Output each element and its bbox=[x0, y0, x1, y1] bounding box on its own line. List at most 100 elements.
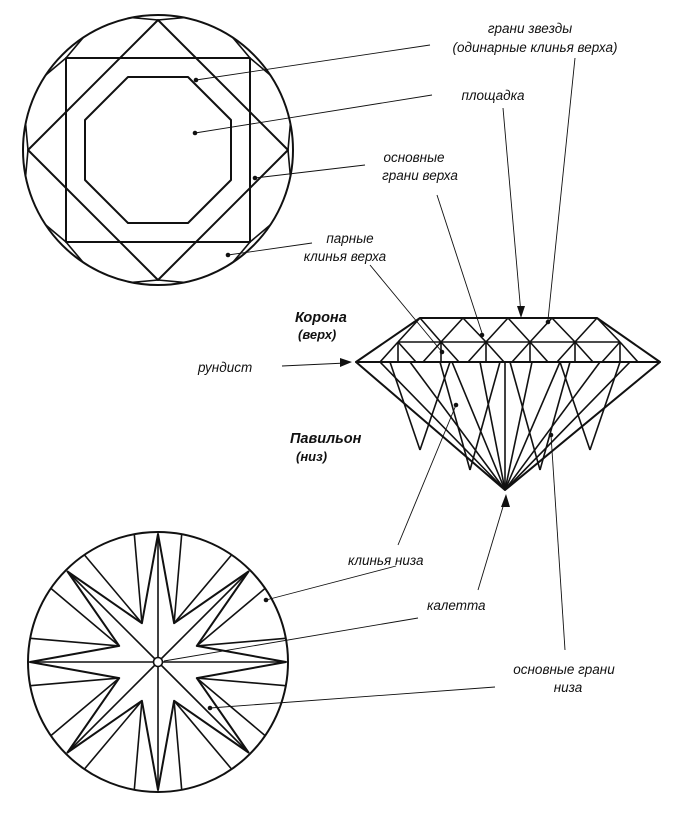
crown-facet-edge bbox=[511, 341, 531, 363]
upper-girdle-edge bbox=[287, 123, 292, 151]
crown-facet-edge bbox=[507, 317, 531, 343]
crown-facet-edge bbox=[574, 317, 598, 343]
lower-girdle-edge bbox=[173, 700, 233, 770]
pavilion-facet-edge bbox=[539, 361, 571, 471]
lower-girdle-edge bbox=[173, 534, 183, 624]
leader-lines bbox=[163, 44, 576, 711]
pavilion-bottom-view bbox=[27, 531, 289, 793]
pavilion-facet-edge bbox=[379, 361, 506, 491]
upper-girdle-edge bbox=[131, 279, 159, 284]
pavilion-facet-edge bbox=[451, 361, 506, 491]
labels: грани звезды (одинарные клинья верха) пл… bbox=[197, 21, 617, 695]
crown-facet-edge bbox=[462, 317, 487, 343]
label-main-crown-2: грани верха bbox=[382, 168, 458, 183]
label-pavilion-1: Павильон bbox=[290, 431, 362, 447]
crown-facet-edge bbox=[422, 341, 442, 363]
leader-dot-upper-girdle bbox=[225, 252, 231, 258]
crown-facet-edge bbox=[596, 317, 621, 343]
leader-upper-girdle-side bbox=[369, 264, 443, 353]
lower-girdle-edge bbox=[50, 677, 120, 737]
label-star-facets-2: (одинарные клинья верха) bbox=[453, 40, 618, 55]
lower-girdle-edge bbox=[83, 700, 143, 770]
label-main-crown-1: основные bbox=[383, 150, 444, 165]
crown-facet-edge bbox=[619, 341, 639, 363]
upper-girdle-edge bbox=[45, 57, 67, 76]
upper-girdle-edge bbox=[232, 37, 251, 59]
upper-girdle-edge bbox=[24, 149, 29, 177]
leader-dot-main-pavilion bbox=[207, 705, 213, 711]
leader-dot-lower-girdle-side bbox=[453, 402, 459, 408]
crown-facet-edge bbox=[397, 341, 417, 363]
pavilion-facet-edge bbox=[559, 361, 591, 451]
lower-girdle-edge bbox=[83, 554, 143, 624]
leader-main-crown bbox=[254, 164, 366, 179]
lower-girdle-edge bbox=[196, 637, 286, 647]
crown-facet-edge bbox=[556, 341, 576, 363]
leader-main-crown-side bbox=[436, 194, 483, 334]
leader-main-pavilion bbox=[209, 686, 496, 709]
crown-facet-edge bbox=[440, 317, 464, 343]
label-crown-1: Корона bbox=[295, 310, 347, 326]
lower-girdle-edge bbox=[133, 700, 143, 790]
leader-dot-main-pavilion-side bbox=[548, 432, 554, 438]
upper-girdle-edge bbox=[131, 16, 159, 21]
pavilion-facet-edge bbox=[479, 361, 506, 491]
crown-facet-edge bbox=[440, 341, 460, 363]
crown-facet-edge bbox=[397, 317, 421, 343]
label-star-facets-1: грани звезды bbox=[488, 21, 572, 36]
label-pavilion-2: (низ) bbox=[296, 449, 327, 464]
side-profile-view bbox=[355, 317, 661, 491]
leader-dot-lower-girdle bbox=[263, 597, 269, 603]
pavilion-facet-edge bbox=[419, 361, 451, 451]
upper-girdle-edge bbox=[249, 57, 271, 76]
crown-facet-edge bbox=[529, 341, 549, 363]
crown-facet-edge bbox=[551, 317, 576, 343]
pavilion-facet-edge bbox=[439, 361, 471, 471]
pavilion-facet-edge bbox=[504, 361, 631, 491]
leader-dot-upper-girdle-side bbox=[439, 349, 445, 355]
upper-girdle-edge bbox=[65, 37, 84, 59]
leader-culet-side bbox=[477, 499, 506, 591]
lower-girdle-edge bbox=[196, 587, 266, 647]
crown-facet-edge bbox=[485, 317, 509, 343]
upper-girdle-edge bbox=[157, 16, 185, 21]
label-upper-girdle-1: парные bbox=[326, 231, 373, 246]
leader-table bbox=[194, 94, 433, 134]
pavilion-facet-edge bbox=[469, 361, 501, 471]
pavilion-facet-edge bbox=[389, 361, 421, 451]
lower-girdle-edge bbox=[50, 587, 120, 647]
crown-facet-edge bbox=[379, 341, 399, 363]
leader-dot-table bbox=[192, 130, 198, 136]
upper-girdle-edge bbox=[232, 241, 251, 263]
leader-lower-girdle-side bbox=[397, 404, 457, 546]
crown-facet-edge bbox=[601, 341, 621, 363]
label-table: площадка bbox=[461, 88, 525, 103]
table-facet bbox=[84, 76, 232, 224]
lower-girdle-edge bbox=[30, 677, 120, 687]
leader-star-side bbox=[547, 57, 576, 321]
pavilion-side-facets bbox=[379, 361, 631, 491]
leader-dot-star bbox=[193, 77, 199, 83]
pavilion-outline bbox=[27, 531, 289, 793]
lower-girdle-edge bbox=[173, 700, 183, 790]
leader-lower-girdle bbox=[265, 565, 397, 601]
leader-star bbox=[195, 44, 431, 81]
label-main-pavilion-1: основные грани bbox=[513, 662, 615, 677]
culet-point bbox=[152, 656, 164, 668]
crown-top-view bbox=[22, 14, 294, 286]
pavilion-profile bbox=[355, 361, 661, 491]
pavilion-facet-edge bbox=[504, 361, 561, 491]
leader-upper-girdle bbox=[227, 242, 313, 256]
pavilion-main-edge bbox=[66, 661, 159, 754]
crown-side-facets bbox=[379, 317, 639, 363]
upper-girdle-edge bbox=[287, 149, 292, 177]
arrow-culet-side bbox=[501, 494, 510, 507]
upper-girdle-edge bbox=[249, 224, 271, 243]
upper-girdle-edge bbox=[45, 224, 67, 243]
upper-girdle-edge bbox=[157, 279, 185, 284]
leader-culet bbox=[163, 617, 419, 662]
crown-facet-edge bbox=[485, 341, 505, 363]
pavilion-main-edge bbox=[157, 570, 250, 663]
lower-girdle-edge bbox=[30, 637, 120, 647]
